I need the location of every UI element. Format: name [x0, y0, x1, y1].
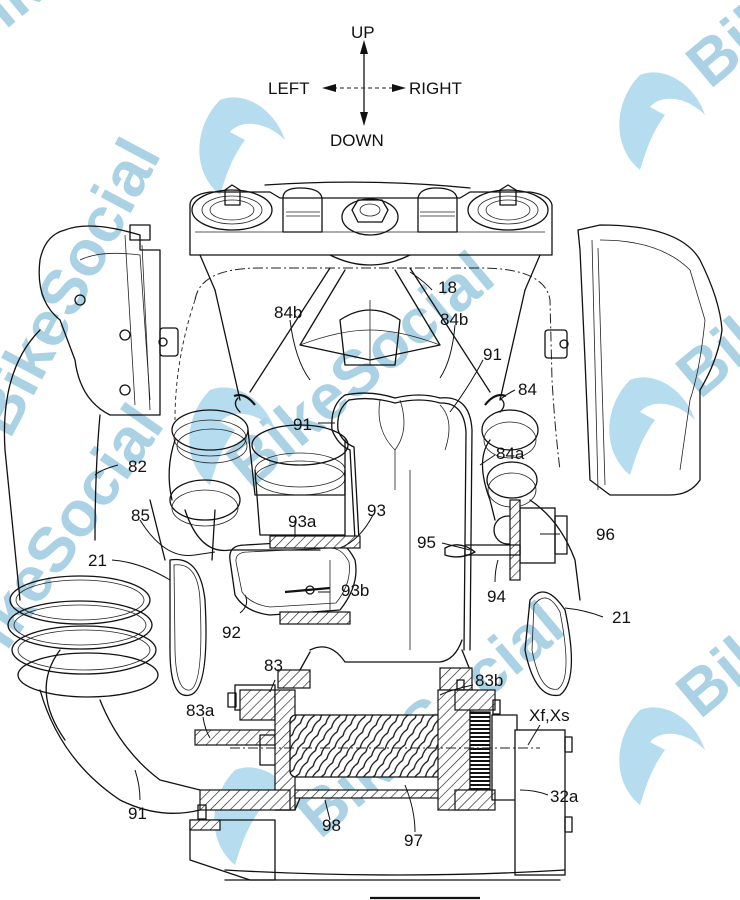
svg-text:BikeSocial: BikeSocial: [663, 467, 740, 730]
label-84b-right: 84b: [440, 310, 468, 329]
label-83: 83: [264, 656, 283, 675]
left-airbox: [38, 224, 179, 416]
label-93a: 93a: [288, 512, 317, 531]
compass-right-label: RIGHT: [409, 79, 462, 98]
cylinder-head: [189, 181, 553, 291]
label-97: 97: [404, 831, 423, 850]
label-84: 84: [518, 380, 537, 399]
watermark-text-center: BikeSocial: [213, 237, 507, 500]
label-xf-xs: Xf,Xs: [529, 706, 570, 725]
watermark-text-right: BikeSocial: [663, 147, 740, 410]
label-96: 96: [596, 525, 615, 544]
label-84a: 84a: [496, 444, 525, 463]
left-throttle-body: [168, 409, 349, 552]
label-91-center: 91: [293, 415, 312, 434]
arrow-right-icon: [392, 84, 406, 92]
watermark-text-bottom-right: BikeSocial: [663, 467, 740, 730]
label-83b: 83b: [475, 671, 503, 690]
label-91-bottom-left: 91: [128, 804, 147, 823]
swoosh-logo-icon: [189, 387, 275, 485]
compass-left-label: LEFT: [268, 79, 310, 98]
swoosh-logo-icon: [619, 707, 705, 805]
left-funnel: [149, 499, 216, 697]
reference-labels: 18 84b 84b 91 84 91 84a 82 85 93a 93 95 …: [88, 278, 631, 850]
label-83a: 83a: [186, 701, 215, 720]
label-93: 93: [367, 501, 386, 520]
timing-gear: [469, 711, 491, 791]
svg-text:BikeSocial: BikeSocial: [213, 237, 507, 500]
screw-rotor: [289, 714, 451, 778]
compass-down-label: DOWN: [330, 131, 384, 150]
label-82: 82: [128, 457, 147, 476]
label-94: 94: [487, 587, 506, 606]
leader-lines: [94, 271, 604, 833]
label-18: 18: [438, 278, 457, 297]
compass-up-label: UP: [351, 23, 375, 42]
swoosh-logo-icon: [199, 97, 285, 195]
label-92: 92: [222, 623, 241, 642]
center-intake-chamber: [331, 392, 473, 651]
svg-text:BikeSocial: BikeSocial: [0, 127, 174, 447]
swoosh-logo-icon: [619, 72, 705, 170]
label-21-right: 21: [612, 608, 631, 627]
supercharger-housing: [189, 639, 573, 881]
svg-text:BikeSocial: BikeSocial: [0, 0, 227, 71]
watermark-text-top-left: BikeSocial: [0, 0, 227, 71]
right-funnel: [524, 591, 573, 697]
arrow-down-icon: [360, 112, 368, 126]
label-21-left: 21: [88, 551, 107, 570]
arrow-left-icon: [322, 84, 336, 92]
label-85: 85: [131, 506, 150, 525]
label-93b: 93b: [341, 581, 369, 600]
swoosh-logo-icon: [609, 377, 695, 475]
label-95: 95: [417, 533, 436, 552]
label-32a: 32a: [550, 787, 579, 806]
svg-text:BikeSocial: BikeSocial: [663, 147, 740, 410]
lower-chamber-92: [229, 535, 361, 625]
label-84b-left: 84b: [274, 303, 302, 322]
engine-line-art: [3, 181, 723, 900]
right-throttle-body: [444, 409, 581, 601]
watermark-text-left: BikeSocial: [0, 127, 174, 447]
direction-compass: UP DOWN LEFT RIGHT: [268, 23, 462, 150]
arrow-up-icon: [360, 40, 368, 54]
label-98: 98: [322, 816, 341, 835]
crankcase-phantom-outline: [194, 267, 561, 471]
label-91-top-right: 91: [483, 345, 502, 364]
right-airbox: [544, 224, 723, 496]
